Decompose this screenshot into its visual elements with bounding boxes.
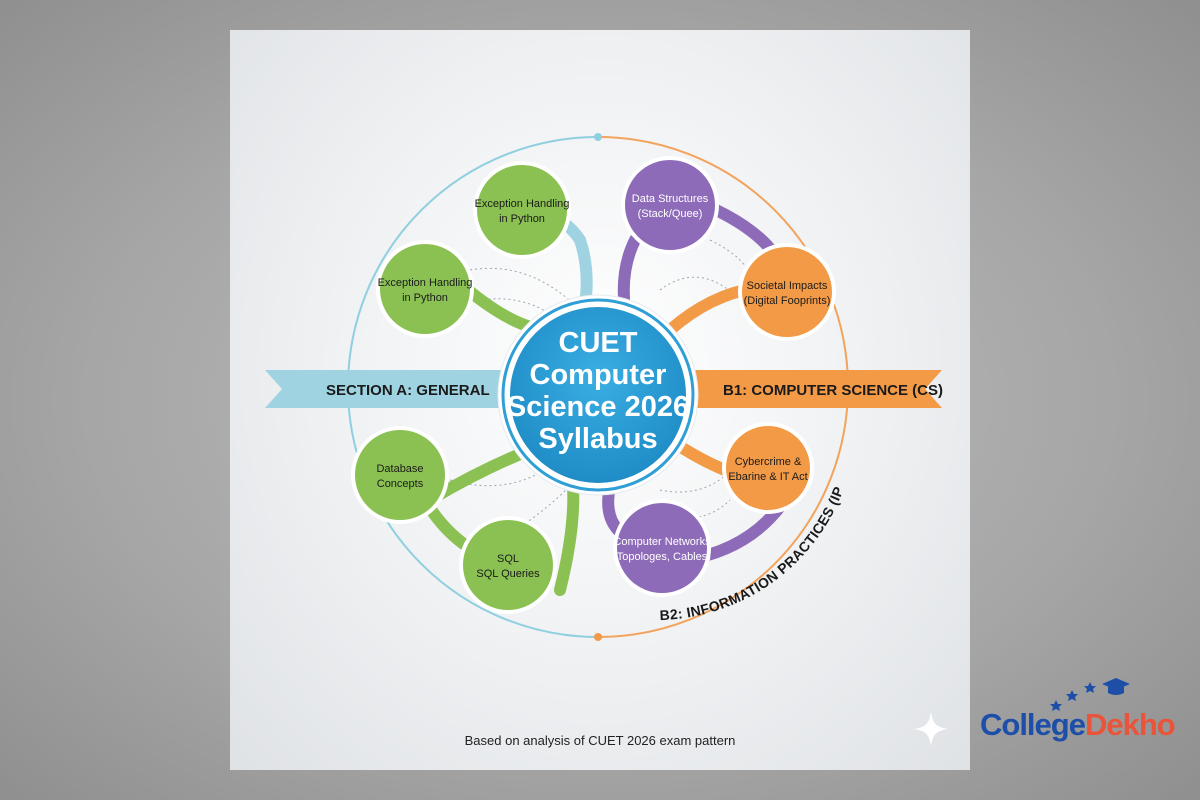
center-hub: CUET Computer Science 2026 Syllabus [497, 294, 699, 496]
logo-wordmark: CollegeDekho [980, 707, 1176, 743]
center-title-line-4: Syllabus [538, 423, 657, 455]
ring-dot-bottom [594, 633, 602, 641]
node-database-line-1: Database [376, 463, 423, 475]
node-cybercrime: Cybercrime & Ebarine & IT Act [722, 422, 814, 514]
syllabus-diagram: SECTION A: GENERAL B1: COMPUTER SCIENCE … [265, 133, 943, 641]
node-cybercrime-line-1: Cybercrime & [735, 456, 802, 468]
banner-computer-science-label: B1: COMPUTER SCIENCE (CS) [723, 382, 943, 399]
footer-note: Based on analysis of CUET 2026 exam patt… [464, 733, 736, 748]
node-exception-handling-top: Exception Handling in Python [473, 161, 571, 259]
node-computer-networks: Computer Networks (Topologes, Cables) [613, 499, 711, 597]
node-exception-handling-left: Exception Handling in Python [376, 240, 474, 338]
node-networks-line-2: (Topologes, Cables) [613, 551, 711, 563]
node-sql-line-1: SQL [497, 553, 519, 565]
collegedekho-logo: CollegeDekho [980, 674, 1180, 754]
banner-section-a-label: SECTION A: GENERAL [326, 382, 490, 399]
node-data-structures-line-2: (Stack/Quee) [638, 208, 703, 220]
node-exception-left-line-1: Exception Handling [378, 277, 473, 289]
node-cybercrime-line-2: Ebarine & IT Act [728, 471, 807, 483]
center-title-line-3: Science 2026 [507, 391, 689, 423]
ring-dot-top [594, 133, 602, 141]
logo-wordmark-college: College [980, 707, 1086, 742]
node-sql-line-2: SQL Queries [476, 568, 540, 580]
node-networks-line-1: Computer Networks [613, 536, 711, 548]
node-database-concepts: Database Concepts [351, 426, 449, 524]
logo-wordmark-dekho: Dekho [1084, 707, 1176, 742]
node-exception-top-line-1: Exception Handling [475, 198, 570, 210]
infographic-canvas: SECTION A: GENERAL B1: COMPUTER SCIENCE … [230, 30, 970, 770]
node-societal-line-2: (Digital Fooprints) [744, 295, 831, 307]
banner-computer-science: B1: COMPUTER SCIENCE (CS) [670, 370, 943, 408]
banner-section-a: SECTION A: GENERAL [265, 370, 530, 408]
node-societal-line-1: Societal Impacts [747, 280, 828, 292]
node-societal-impacts: Societal Impacts (Digital Fooprints) [738, 243, 836, 341]
center-title-line-2: Computer [530, 359, 667, 391]
node-sql-queries: SQL SQL Queries [459, 516, 557, 614]
node-data-structures: Data Structures (Stack/Quee) [621, 156, 719, 254]
node-exception-left-line-2: in Python [402, 292, 448, 304]
node-database-line-2: Concepts [377, 478, 424, 490]
sparkle-icon [914, 712, 948, 746]
logo-stars-cap-icon [1050, 678, 1130, 711]
node-data-structures-line-1: Data Structures [632, 193, 709, 205]
center-title-line-1: CUET [559, 327, 638, 359]
node-exception-top-line-2: in Python [499, 213, 545, 225]
